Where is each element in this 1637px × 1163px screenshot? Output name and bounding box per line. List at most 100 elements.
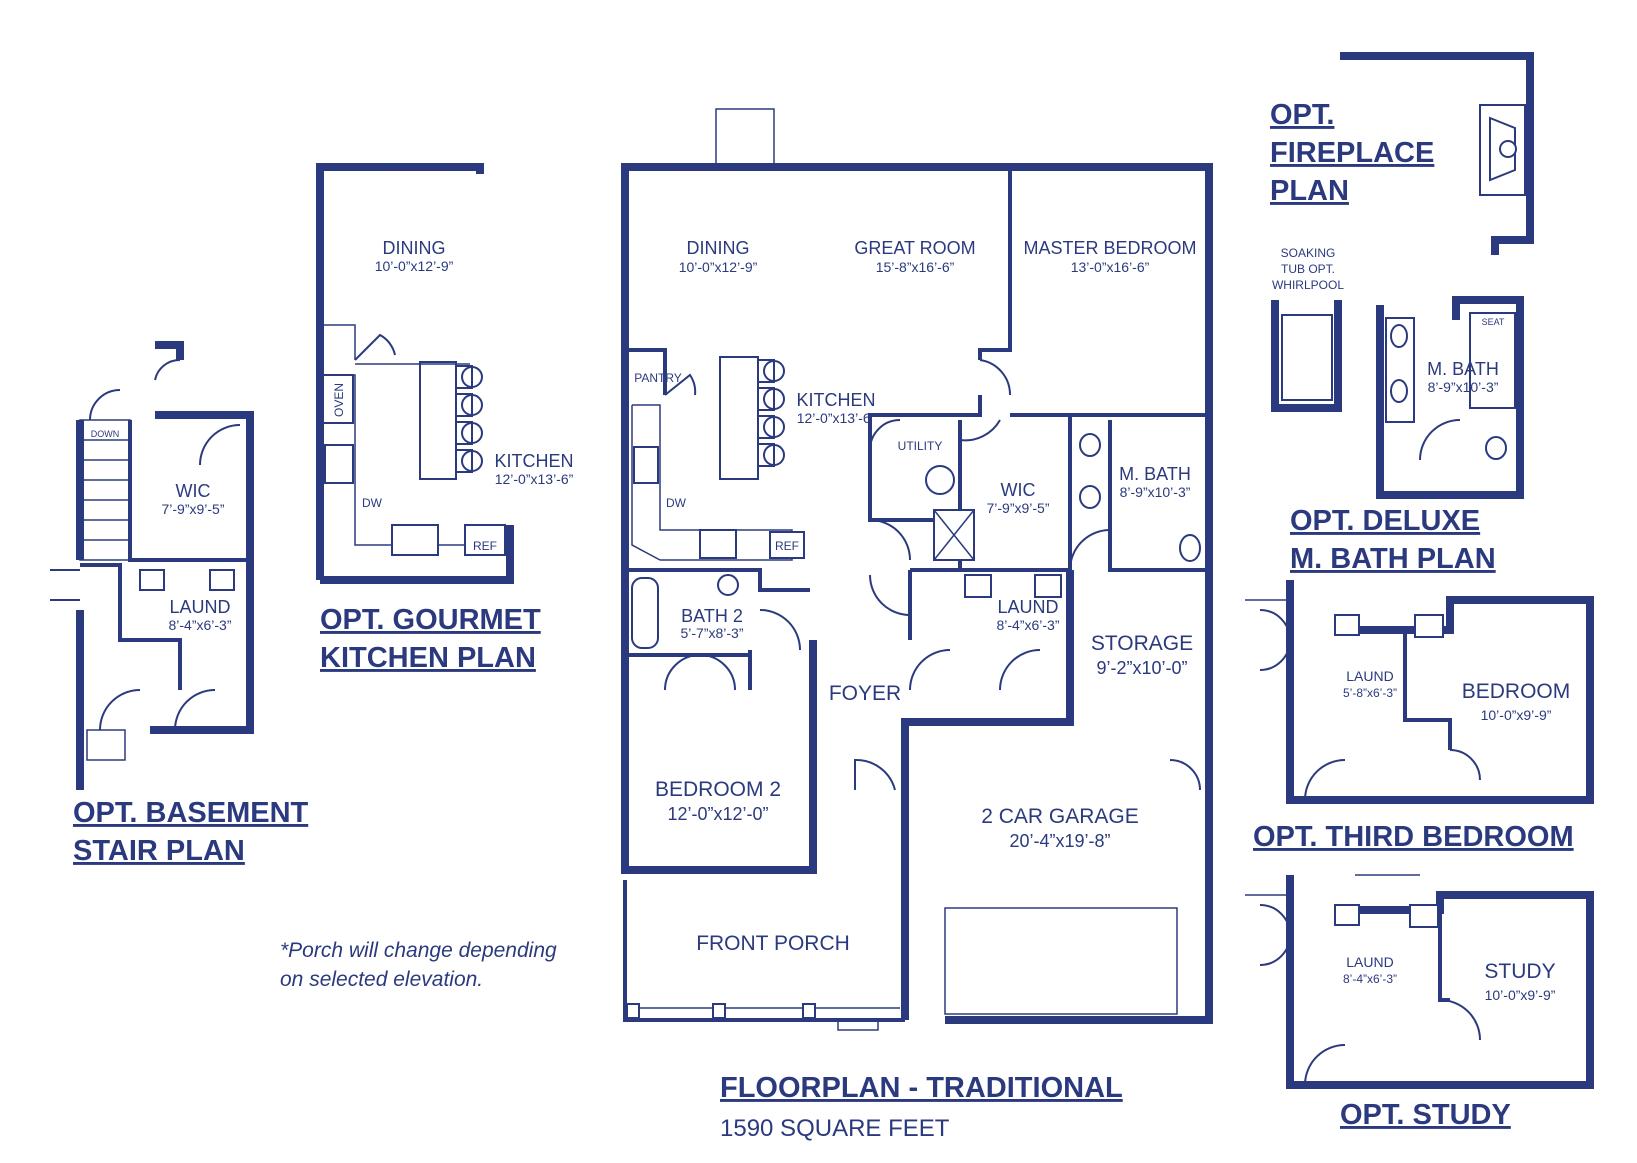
deluxe-mbath-label: M. BATH: [1427, 359, 1499, 379]
cooktop: [699, 529, 737, 559]
fireplace-title-line3: PLAN: [1270, 175, 1349, 207]
dishwasher-label: DW: [666, 496, 687, 510]
oven-label: OVEN: [332, 383, 346, 417]
study-title: OPT. STUDY: [1340, 1099, 1511, 1131]
dryer: [1034, 574, 1062, 598]
bedroom2-top-wall: [625, 650, 752, 657]
gourmet-kitchen-plan: OVEN DINING 10’-0”x12’-9” KITCHEN 12’-0”…: [316, 163, 574, 674]
deluxe-toilet: [1485, 436, 1507, 460]
deluxe-mbath-dim: 8’-9”x10’-3”: [1428, 379, 1499, 395]
dining-dim: 10’-0”x12’-9”: [679, 259, 758, 275]
chimney: [715, 108, 775, 166]
garage-door: [944, 907, 1178, 1015]
stair-landing: [86, 729, 126, 761]
tub-note-line3: WHIRLPOOL: [1272, 278, 1344, 292]
oven: [322, 374, 354, 424]
bath2-tub: [631, 577, 659, 649]
fireplace-title-line2: FIREPLACE: [1270, 137, 1434, 169]
water-heater: [925, 465, 955, 495]
deluxe-bath-plan: SOAKING TUB OPT. WHIRLPOOL SEAT M. BATH …: [1271, 246, 1524, 575]
basement-title-line2: STAIR PLAN: [73, 835, 245, 867]
garage-dim: 20’-4”x19’-8”: [1009, 831, 1110, 851]
basement-title-line1: OPT. BASEMENT: [73, 797, 309, 829]
fireplace-wall: [1340, 52, 1534, 255]
bath2-sink: [717, 574, 739, 596]
storage-label: STORAGE: [1091, 632, 1193, 655]
fireplace-vent-icon: [1499, 140, 1517, 158]
third-bedroom-wall: [1286, 580, 1594, 804]
interior-doors: [664, 359, 1201, 791]
stair-wall-2: [155, 411, 254, 420]
front-porch-label: FRONT PORCH: [696, 932, 850, 955]
stair-right-wall: [150, 420, 254, 734]
third-laund-dim: 5’-8”x6’-3”: [1343, 686, 1397, 700]
gourmet-title-line2: KITCHEN PLAN: [320, 642, 536, 674]
third-bedroom-dim: 10’-0”x9’-9”: [1481, 707, 1552, 723]
deluxe-title-line2: M. BATH PLAN: [1290, 543, 1496, 575]
deluxe-sink-1: [1390, 324, 1408, 348]
deluxe-title-line1: OPT. DELUXE: [1290, 505, 1480, 537]
laundry-dim: 8’-4”x6’-3”: [996, 617, 1059, 633]
wic-label: WIC: [1001, 480, 1036, 500]
exterior-wall-left: [621, 200, 817, 874]
basement-wic-dim: 7’-9”x9’-5”: [161, 501, 224, 517]
exterior-wall: [621, 163, 1213, 1024]
porch-columns: [626, 1003, 816, 1019]
soaking-tub: [1281, 314, 1333, 401]
gourmet-sink: [324, 444, 354, 484]
main-plan-title: FLOORPLAN - TRADITIONAL: [720, 1072, 1123, 1104]
gourmet-dw-label: DW: [362, 496, 383, 510]
third-bedroom-plan: LAUND 5’-8”x6’-3” BEDROOM 10’-0”x9’-9” O…: [1245, 580, 1594, 853]
master-toilet: [1179, 534, 1201, 562]
deluxe-sink-2: [1390, 379, 1408, 403]
fireplace-title-line1: OPT.: [1270, 99, 1334, 131]
foyer-label: FOYER: [829, 682, 901, 705]
gourmet-dining-dim: 10’-0”x12’-9”: [375, 258, 454, 274]
shower-seat-label: SEAT: [1482, 317, 1505, 327]
pantry-wall: [625, 348, 667, 395]
utility-wall: [868, 395, 982, 522]
porch-outline: [623, 880, 905, 1022]
basement-laund-dim: 8’-4”x6’-3”: [168, 617, 231, 633]
study-dim: 10’-0”x9’-9”: [1485, 987, 1556, 1003]
dining-label: DINING: [687, 238, 750, 258]
study-laund-label: LAUND: [1346, 954, 1393, 970]
study-laund-dim: 8’-4”x6’-3”: [1343, 972, 1397, 986]
m-bath-label: M. BATH: [1119, 464, 1191, 484]
master-bedroom-dim: 13’-0”x16’-6”: [1071, 259, 1150, 275]
bath2-dim: 5’-7”x8’-3”: [680, 625, 743, 641]
tub-wall: [1271, 300, 1342, 412]
master-bedroom-label: MASTER BEDROOM: [1023, 238, 1196, 258]
fireplace-plan: OPT. FIREPLACE PLAN: [1270, 52, 1534, 255]
wic-dim: 7’-9”x9’-5”: [986, 500, 1049, 516]
kitchen-island: [719, 356, 759, 480]
third-bedroom-interior: [1403, 630, 1452, 750]
third-washer: [1334, 614, 1360, 636]
basement-stair-plan: DOWN WIC 7’-9”x9’-5” LAUND 8’-4”x6’-3” O…: [50, 341, 309, 867]
main-floorplan: DINING 10’-0”x12’-9” GREAT ROOM 15’-8”x1…: [621, 108, 1213, 1142]
bedroom2-label: BEDROOM 2: [655, 778, 781, 801]
third-laund-label: LAUND: [1346, 668, 1393, 684]
tub-note-line1: SOAKING: [1281, 246, 1336, 260]
third-bedroom-label: BEDROOM: [1462, 680, 1571, 703]
gourmet-pantry: [322, 324, 356, 360]
stair-laundry-wall: [80, 563, 182, 690]
ref-label: REF: [775, 539, 799, 553]
gourmet-stools: [455, 365, 483, 473]
basement-wic-label: WIC: [176, 481, 211, 501]
m-bath-dim: 8’-9”x10’-3”: [1120, 484, 1191, 500]
gourmet-ref-label: REF: [473, 539, 497, 553]
bath2-wall: [625, 568, 810, 592]
pantry-label: PANTRY: [634, 371, 682, 385]
study-plan: LAUND 8’-4”x6’-3” STUDY 10’-0”x9’-9” OPT…: [1245, 874, 1594, 1131]
tub-note-line2: TUB OPT.: [1281, 262, 1335, 276]
island-stools: [757, 359, 785, 467]
stair-treads: [80, 439, 130, 541]
study-washer: [1334, 904, 1360, 926]
stair-down-label: DOWN: [91, 429, 120, 439]
porch-note-line1: *Porch will change depending: [280, 939, 557, 962]
basement-washer: [139, 569, 165, 591]
third-dryer: [1414, 614, 1444, 638]
master-sink-1: [1079, 433, 1101, 457]
kitchen-counter-left: [631, 405, 661, 561]
